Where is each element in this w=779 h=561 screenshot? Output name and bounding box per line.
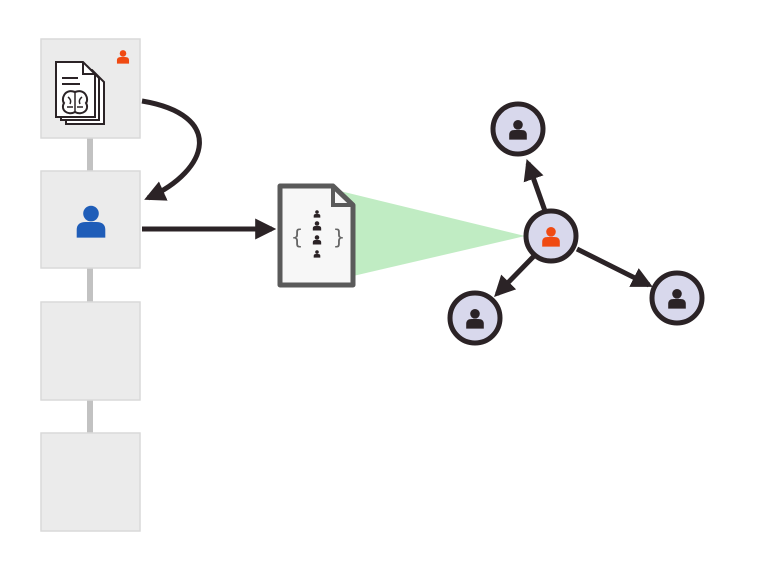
projection-cone [336, 190, 525, 280]
stack-box-4 [40, 432, 141, 532]
graph-node-bottom-left [447, 290, 503, 346]
graph-node-right [649, 270, 705, 326]
stack-box-3 [40, 301, 141, 401]
graph-node-center [523, 208, 579, 264]
graph-node-top [490, 101, 546, 157]
stack-connector-3 [87, 400, 93, 434]
stack-connector-1 [87, 138, 93, 172]
close-brace: } [333, 225, 345, 249]
stack-connector-2 [87, 268, 93, 302]
open-brace: { [291, 225, 303, 249]
json-document-icon: { } [277, 183, 356, 288]
graph-edge-bottom-left [494, 254, 536, 298]
graph-edge-top [523, 159, 548, 212]
curved-arrow [141, 98, 202, 201]
graph-edge-right [575, 246, 653, 288]
brain-document-icon [55, 61, 105, 125]
